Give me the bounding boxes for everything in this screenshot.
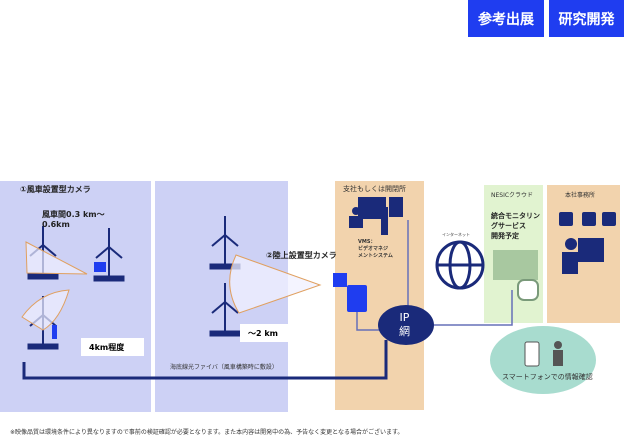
person-icon [554,341,562,349]
database-icon [517,279,539,301]
camera-link [356,312,382,331]
rnd-badge: 研究開発 [549,0,624,37]
footnote: ※映像品質は環境条件により異なりますので事前の検証確認が必要となります。また本内… [10,429,404,436]
camera-view-cone [21,289,70,331]
turbine-range-label: 4km程度 [81,338,144,356]
cloud-link [434,290,513,326]
fiber-label: 海底線光ファイバ（風車構築時に敷設） [170,364,278,371]
cloud-service-label: 統合モニタリングサービス 開発予定 [491,212,540,240]
globe-icon [435,240,485,290]
vms-workstation-icon [349,197,403,235]
office-worker-icon [559,212,616,274]
ip-label-2: 網 [399,325,410,338]
land-camera-title: ②陸上設置型カメラ [266,251,337,260]
office-panel-title: 本社事務所 [565,192,596,199]
turbine-icon [27,216,241,350]
turbine-spacing-label: 風車間0.3 km～ 0.6km [42,210,105,229]
land-camera-icon [333,273,347,287]
land-range-label: ～2 km [240,324,290,342]
vms-label: VMS： ビデオマネジ メントシステム [358,239,393,259]
ip-label-1: IP [399,311,410,324]
exhibit-badge: 参考出展 [468,0,544,37]
land-camera-icon [347,285,367,312]
camera-icon [94,262,106,272]
ip-network-node [378,305,434,345]
internet-label: インターネット [442,232,470,237]
smartphone-icon [524,341,540,367]
server-icon [493,250,538,280]
camera-icon [52,325,57,339]
cloud-panel-title: NESICクラウド [491,192,534,199]
camera-view-cone [25,241,88,275]
turbine-camera-title: ①風車設置型カメラ [20,185,91,194]
site-panel-title: 支社もしくは開閉所 [343,185,406,193]
smartphone-area [490,326,596,394]
fiber-line [22,340,388,380]
camera-view-cone [229,254,322,314]
smartphone-label: スマートフォンでの情報確認 [502,373,593,381]
